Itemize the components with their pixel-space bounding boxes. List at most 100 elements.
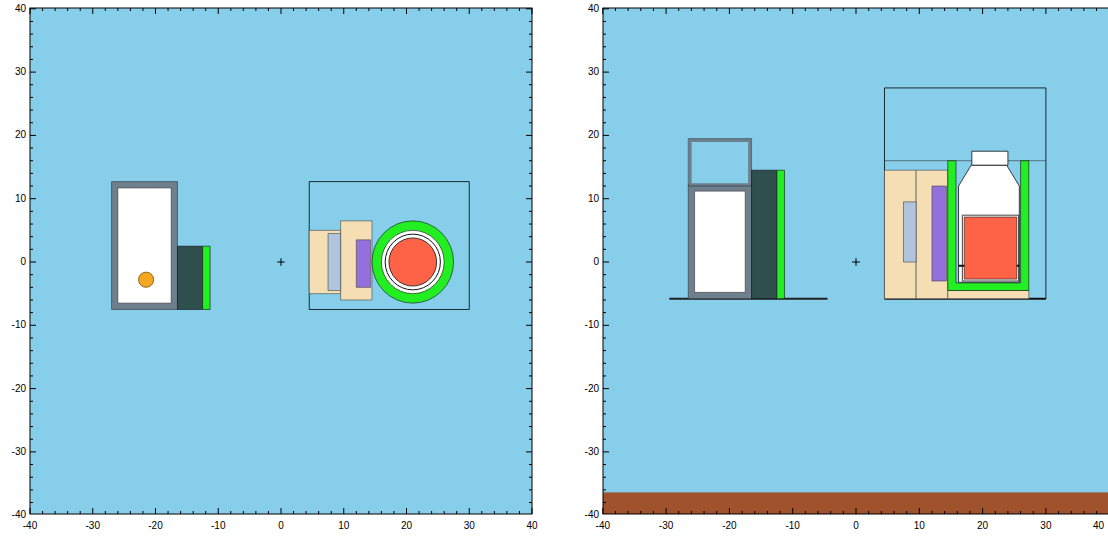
tick-mark (293, 8, 294, 11)
tick-mark (506, 511, 507, 514)
tick-mark (30, 46, 33, 47)
tick-mark (193, 8, 194, 11)
tick-mark (30, 350, 33, 351)
tick-mark (343, 508, 344, 514)
steel-housing (688, 185, 751, 299)
tick-mark (529, 97, 532, 98)
tick-mark (481, 8, 482, 11)
tick-mark (506, 8, 507, 11)
tick-mark (30, 426, 33, 427)
tick-mark (529, 46, 532, 47)
source-rod (139, 272, 154, 287)
plot-frame (30, 8, 532, 514)
tick-mark (1007, 8, 1008, 11)
tick-mark (628, 511, 629, 514)
tick-mark (30, 489, 33, 490)
water-region (603, 8, 1108, 514)
tick-mark (30, 325, 36, 326)
tick-mark (1058, 511, 1059, 514)
tick-mark (30, 8, 36, 9)
tick-mark (456, 511, 457, 514)
sample-bottle (959, 165, 1020, 282)
tick-mark (526, 451, 532, 452)
tick-mark (615, 511, 616, 514)
tick-mark (767, 511, 768, 514)
steel-housing (112, 182, 178, 310)
axis-tick-label: 10 (914, 520, 925, 532)
tick-mark (356, 511, 357, 514)
tick-mark (603, 451, 609, 452)
axis-tick-label: -30 (585, 446, 599, 458)
tick-mark (640, 511, 641, 514)
tick-mark (529, 59, 532, 60)
housing-frame-edge (688, 139, 751, 186)
axis-tick-label: 30 (15, 66, 26, 78)
liner-strip (203, 246, 211, 309)
tick-mark (603, 236, 606, 237)
tick-mark (893, 8, 894, 11)
tick-mark (704, 511, 705, 514)
tick-mark (529, 34, 532, 35)
axis-tick-label: 40 (588, 3, 599, 15)
tick-mark (818, 511, 819, 514)
tick-mark (1045, 508, 1046, 514)
axis-tick-label: -40 (23, 520, 37, 532)
tick-mark (130, 8, 131, 11)
tick-mark (469, 8, 470, 14)
tick-mark (55, 8, 56, 11)
tick-mark (230, 8, 231, 11)
tick-mark (529, 21, 532, 22)
tick-mark (603, 34, 606, 35)
tick-mark (944, 8, 945, 11)
tick-mark (691, 8, 692, 11)
axis-tick-label: 10 (15, 193, 26, 205)
tick-mark (268, 8, 269, 11)
tick-mark (843, 511, 844, 514)
tick-mark (754, 8, 755, 11)
axis-tick-label: 30 (1040, 520, 1051, 532)
sample-volume (389, 238, 437, 286)
absorber-slab (356, 240, 370, 287)
tick-mark (105, 511, 106, 514)
tick-mark (30, 249, 33, 250)
tick-mark (30, 451, 36, 452)
tick-mark (1096, 8, 1097, 11)
tick-mark (193, 511, 194, 514)
shield-block (752, 170, 777, 298)
axis-tick-label: -20 (12, 383, 26, 395)
tick-mark (456, 8, 457, 11)
tick-mark (42, 8, 43, 11)
tick-mark (30, 375, 33, 376)
tick-mark (615, 8, 616, 11)
tick-mark (754, 511, 755, 514)
tick-mark (30, 122, 33, 123)
axis-tick-label: 20 (977, 520, 988, 532)
tick-mark (55, 511, 56, 514)
tick-mark (603, 21, 606, 22)
tick-mark (30, 110, 33, 111)
axis-tick-label: -30 (86, 520, 100, 532)
tick-mark (529, 363, 532, 364)
tick-mark (281, 8, 282, 14)
tick-mark (30, 401, 33, 402)
axis-tick-label: 0 (20, 256, 26, 268)
tick-mark (526, 325, 532, 326)
tick-mark (957, 8, 958, 11)
container-inner (385, 234, 440, 290)
tick-mark (603, 97, 606, 98)
tick-mark (856, 8, 857, 14)
axis-tick-label: -30 (659, 520, 673, 532)
tick-mark (603, 262, 609, 263)
axis-tick-label: 0 (593, 256, 599, 268)
tick-mark (529, 173, 532, 174)
tick-mark (526, 262, 532, 263)
tick-mark (529, 211, 532, 212)
tick-mark (1020, 511, 1021, 514)
tick-mark (30, 388, 36, 389)
tick-mark (529, 148, 532, 149)
tick-mark (868, 8, 869, 11)
axis-tick-label: 40 (526, 520, 537, 532)
tick-mark (893, 511, 894, 514)
tick-mark (640, 8, 641, 11)
tick-mark (293, 511, 294, 514)
